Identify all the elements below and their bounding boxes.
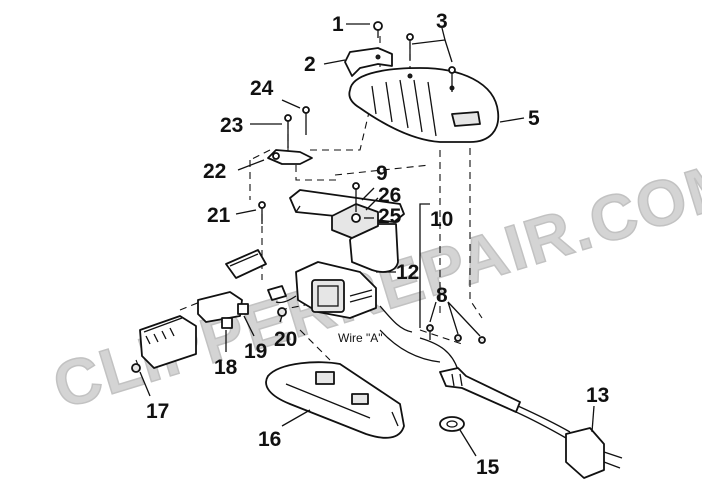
clip-part-19 bbox=[267, 285, 287, 301]
callout-5: 5 bbox=[528, 107, 540, 130]
screw-part-3a bbox=[406, 33, 414, 60]
screw-part-8c bbox=[478, 336, 486, 344]
base-housing-part-16 bbox=[265, 361, 405, 439]
callout-8: 8 bbox=[436, 284, 448, 307]
callout-16: 16 bbox=[258, 428, 281, 451]
strain-relief-part-15 bbox=[439, 416, 465, 432]
screw-part-24 bbox=[302, 106, 310, 135]
callout-9: 9 bbox=[376, 162, 388, 185]
screw-part-9 bbox=[352, 182, 360, 212]
callout-20: 20 bbox=[274, 328, 297, 351]
wire-a-label: Wire "A" bbox=[338, 331, 383, 345]
power-cord bbox=[275, 295, 571, 439]
screw-part-23 bbox=[284, 114, 292, 148]
callout-17: 17 bbox=[146, 400, 169, 423]
callout-18: 18 bbox=[214, 356, 238, 379]
screw-part-17 bbox=[131, 363, 141, 373]
callout-10: 10 bbox=[430, 208, 453, 231]
clip-part-22 bbox=[267, 149, 313, 165]
comb-blade-part bbox=[225, 249, 267, 279]
cover-bracket-part bbox=[344, 47, 393, 77]
screw-part-8b bbox=[454, 334, 462, 342]
callout-12: 12 bbox=[396, 261, 419, 284]
callout-13: 13 bbox=[586, 384, 609, 407]
callout-22: 22 bbox=[203, 160, 226, 183]
callout-labels: 1 2 3 5 24 23 22 21 9 26 10 25 12 8 13 1… bbox=[146, 10, 609, 479]
screw-part-8a bbox=[426, 324, 434, 340]
callout-15: 15 bbox=[476, 456, 500, 479]
callout-2: 2 bbox=[304, 53, 316, 76]
callout-24: 24 bbox=[250, 77, 274, 100]
callout-1: 1 bbox=[332, 13, 344, 36]
screw-part-1 bbox=[373, 21, 383, 38]
leader-lines bbox=[139, 23, 595, 457]
blade-part-18 bbox=[197, 291, 249, 329]
screw-part-20 bbox=[277, 307, 287, 317]
callout-23: 23 bbox=[220, 114, 243, 137]
callout-3: 3 bbox=[436, 10, 448, 33]
callout-21: 21 bbox=[207, 204, 231, 227]
callout-19: 19 bbox=[244, 340, 267, 363]
screw-part-3b bbox=[448, 66, 456, 92]
motor-part-12 bbox=[295, 261, 377, 319]
screw-part-21 bbox=[258, 201, 266, 224]
top-cover-part bbox=[348, 67, 500, 143]
callout-26: 26 bbox=[378, 184, 401, 207]
plug-part-13 bbox=[565, 427, 623, 479]
callout-25: 25 bbox=[378, 205, 402, 228]
cutter-head-assembly bbox=[139, 315, 197, 369]
